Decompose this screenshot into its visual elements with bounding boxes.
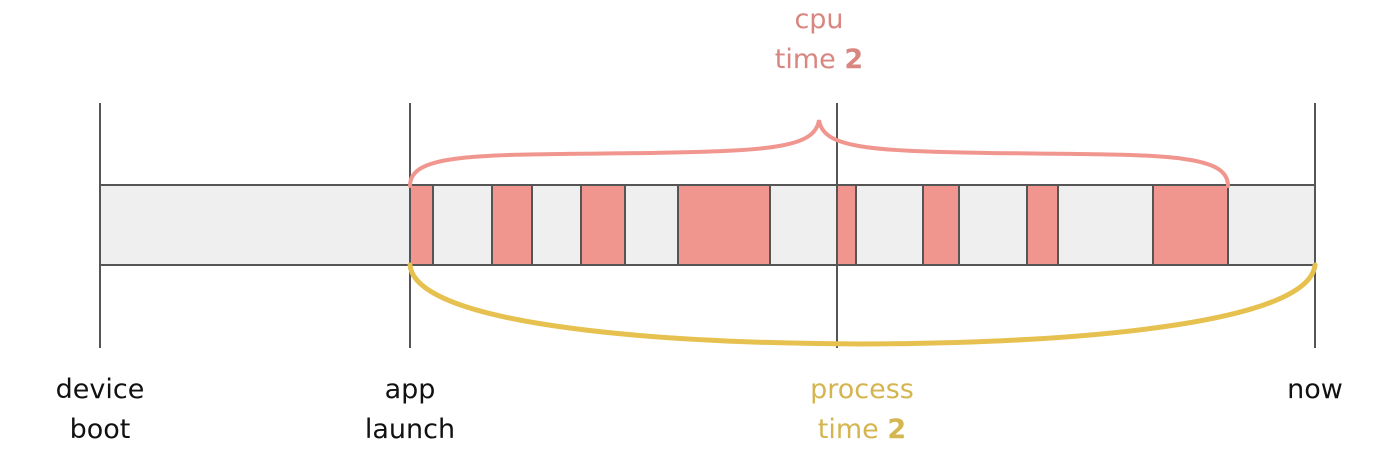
cpu-segment — [580, 184, 626, 266]
app-launch-label: app launch — [365, 370, 455, 450]
device-boot-line1: device — [55, 374, 145, 405]
now-line1: now — [1287, 374, 1343, 405]
cpu-segment — [836, 184, 857, 266]
app-launch-line1: app — [384, 374, 436, 405]
app-launch-line2: launch — [364, 414, 456, 445]
cpu-time-line2: time 2 — [775, 40, 863, 80]
device-boot-label: device boot — [56, 370, 145, 450]
device-boot-line2: boot — [69, 414, 131, 445]
cpu-segment — [491, 184, 533, 266]
cpu-segment — [677, 184, 771, 266]
cpu-segment — [1026, 184, 1059, 266]
cpu-segment — [1152, 184, 1229, 266]
process-time-line2: time 2 — [810, 410, 914, 450]
cpu-segment — [922, 184, 960, 266]
cpu-segments — [409, 184, 1229, 266]
process-time-line1: process — [810, 374, 914, 405]
process-time-label: process time 2 — [810, 370, 914, 450]
cpu-time-label: cpu time 2 — [775, 0, 863, 80]
cpu-time-brace — [408, 119, 1230, 188]
cpu-segment — [409, 184, 434, 266]
cpu-time-number: 2 — [844, 44, 864, 75]
cpu-time-word: time — [774, 44, 836, 75]
process-time-number: 2 — [887, 414, 907, 445]
process-time-word: time — [817, 414, 879, 445]
process-time-brace — [407, 262, 1318, 347]
cpu-time-line1: cpu — [794, 4, 844, 35]
now-label: now — [1287, 370, 1343, 410]
